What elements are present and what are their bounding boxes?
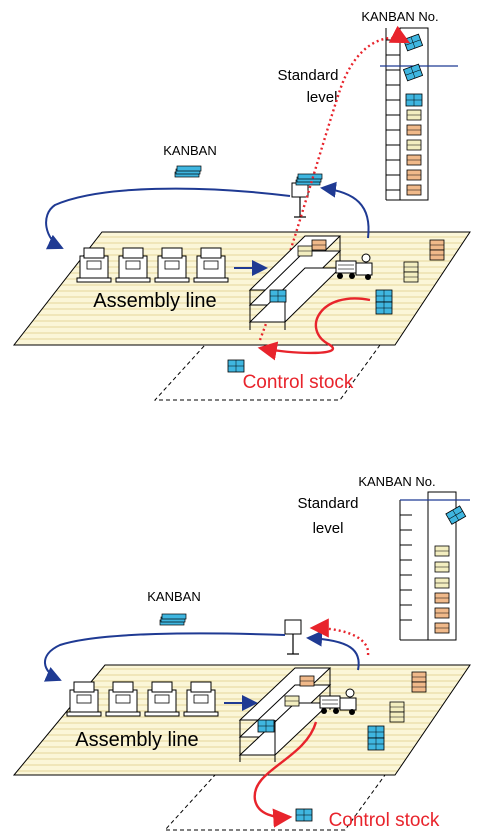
standard-level-label-line2: level xyxy=(307,89,338,106)
control-stock-box xyxy=(228,360,244,372)
kanban-no-label: KANBAN No. xyxy=(361,9,438,24)
factory-floor xyxy=(14,232,470,345)
kanban-post xyxy=(292,183,308,217)
kanban-number-board xyxy=(400,492,470,640)
assembly-line-label: Assembly line xyxy=(93,290,216,312)
kanban-no-label: KANBAN No. xyxy=(358,474,435,489)
assembly-line-label: Assembly line xyxy=(75,729,198,751)
standard-level-label-line1: Standard xyxy=(298,495,359,512)
kanban-collect-arrow xyxy=(322,188,369,238)
standard-level-label-line1: Standard xyxy=(278,67,339,84)
kanban-stack xyxy=(175,166,201,177)
standard-level-label-line2: level xyxy=(313,520,344,537)
kanban-stack xyxy=(160,614,186,625)
kanban-post-red-dotted-arrow xyxy=(312,628,368,655)
control-stock-label: Control stock xyxy=(329,810,440,831)
kanban-number-board xyxy=(380,28,458,200)
kanban-label: KANBAN xyxy=(163,143,216,158)
control-stock-box xyxy=(296,809,312,821)
panel-top: KANBAN No. Standard level KANBAN xyxy=(14,9,470,400)
panel-bottom: KANBAN No. Standard level KANBAN xyxy=(14,474,470,831)
kanban-post xyxy=(285,620,301,654)
control-stock-label: Control stock xyxy=(243,372,354,393)
kanban-label: KANBAN xyxy=(147,589,200,604)
